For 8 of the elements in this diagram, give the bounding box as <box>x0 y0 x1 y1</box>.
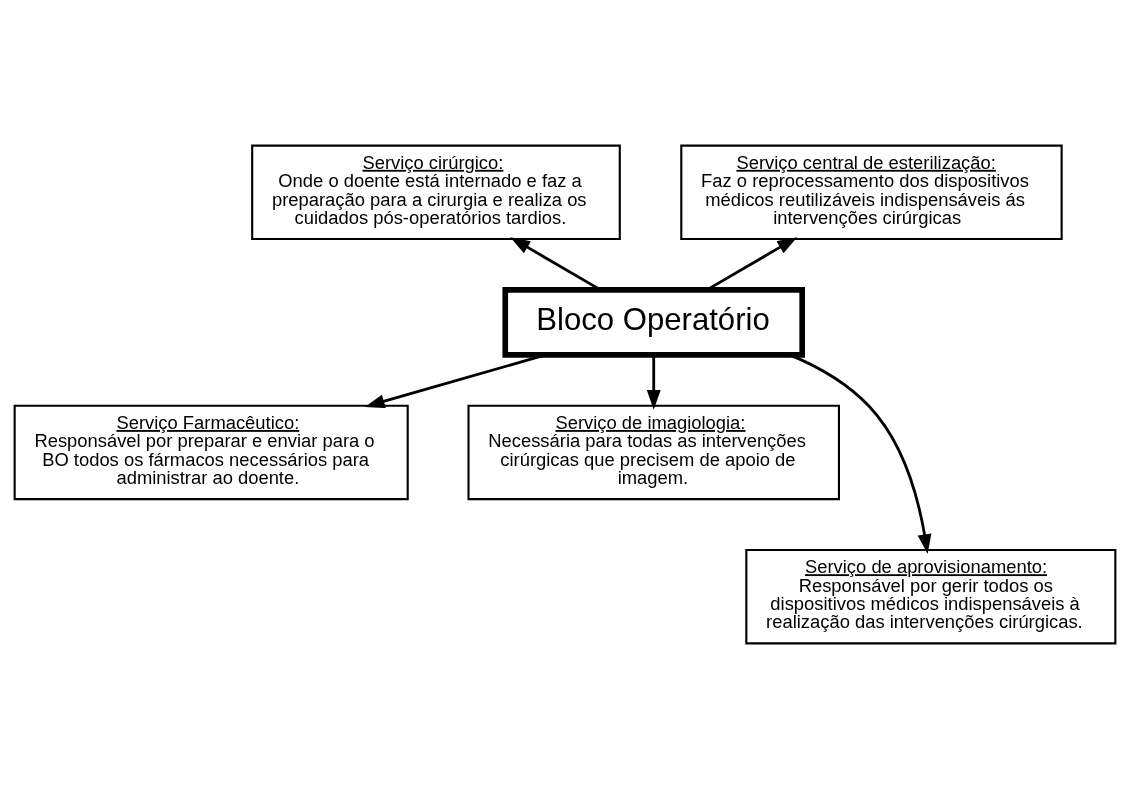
arrow <box>364 353 546 409</box>
arrow <box>646 355 661 410</box>
node-box: Serviço central de esterilização: Faz o reprocessamento dos dispositivos médicos reutilizáveis indispensáveis ás intervenções cirúrgicas <box>680 144 1063 241</box>
node-box: Serviço Farmacêutico: Responsável por preparar e enviar para o BO todos os fármacos necessários para administrar ao doente. <box>13 404 409 501</box>
node-box: Serviço de imagiologia: Necessária para todas as intervenções cirúrgicas que precisem de apoio de imagem. <box>467 404 840 501</box>
node-box: Serviço cirúrgico: Onde o doente está internado e faz a preparação para a cirurgia e realiza os cuidados pós-operatórios tardios. <box>251 144 621 241</box>
node-box: Serviço de aprovisionamento: Responsável por gerir todos os dispositivos médicos indispensáveis à realização das intervenções cirúrgicas. <box>745 548 1117 645</box>
node-box: Bloco Operatório <box>502 287 805 358</box>
